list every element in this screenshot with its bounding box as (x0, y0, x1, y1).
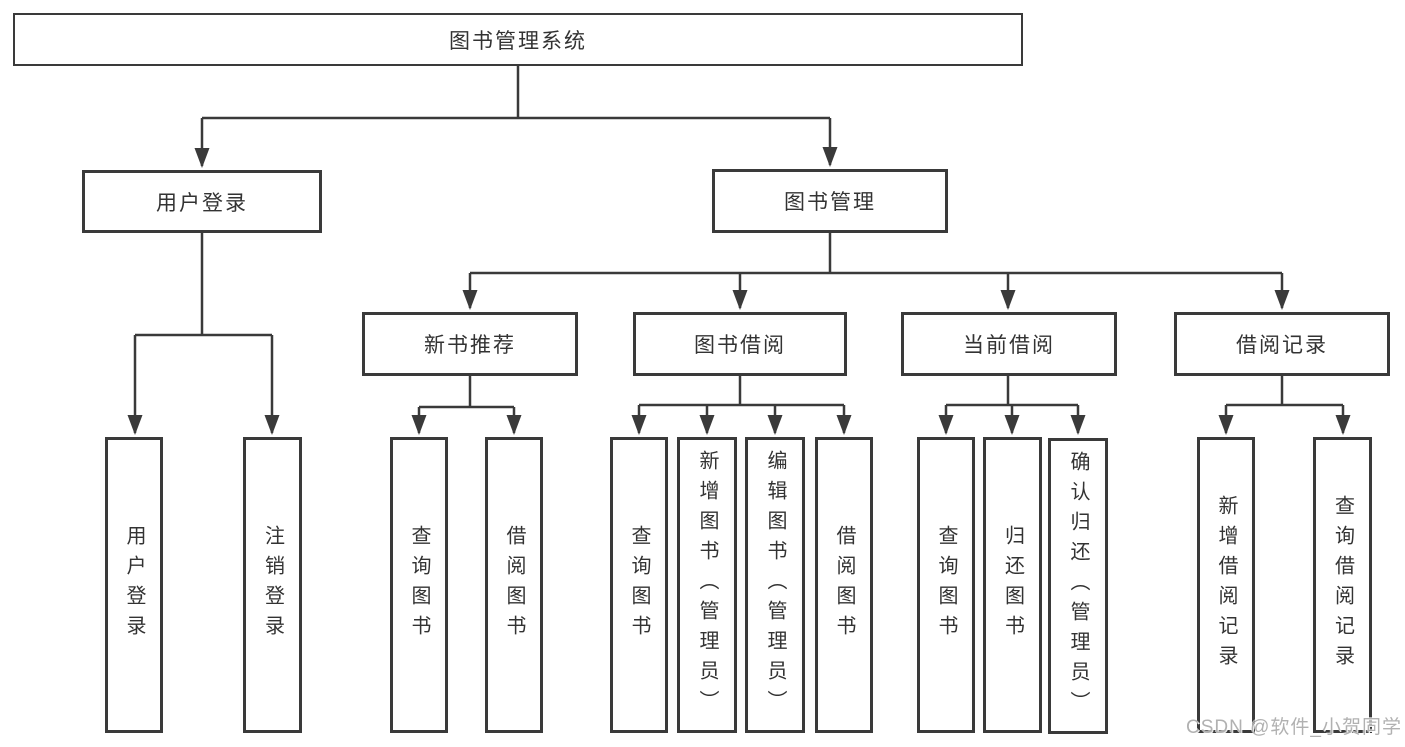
leaf-borrow-query-books: 查询图书 (610, 437, 668, 733)
node-library-management-system: 图书管理系统 (13, 13, 1023, 66)
leaf-edit-books-admin: 编辑图书（管理员） (745, 437, 805, 733)
csdn-watermark: CSDN @软件_小贺同学 (1186, 717, 1402, 738)
leaf-newbook-borrow-books: 借阅图书 (485, 437, 543, 733)
node-borrow-records: 借阅记录 (1174, 312, 1390, 376)
leaf-borrow-books: 借阅图书 (815, 437, 873, 733)
node-current-borrow: 当前借阅 (901, 312, 1117, 376)
node-book-management: 图书管理 (712, 169, 948, 233)
leaf-newbook-query-books: 查询图书 (390, 437, 448, 733)
leaf-confirm-return-admin: 确认归还（管理员） (1048, 438, 1108, 734)
leaf-current-query-books: 查询图书 (917, 437, 975, 733)
leaf-return-books: 归还图书 (983, 437, 1042, 733)
leaf-add-borrow-record: 新增借阅记录 (1197, 437, 1255, 733)
node-new-book-recommend: 新书推荐 (362, 312, 578, 376)
leaf-add-books-admin: 新增图书（管理员） (677, 437, 737, 733)
leaf-query-borrow-record: 查询借阅记录 (1313, 437, 1372, 733)
node-user-login: 用户登录 (82, 170, 322, 233)
leaf-logout: 注销登录 (243, 437, 302, 733)
leaf-user-login: 用户登录 (105, 437, 163, 733)
node-book-borrow: 图书借阅 (633, 312, 847, 376)
